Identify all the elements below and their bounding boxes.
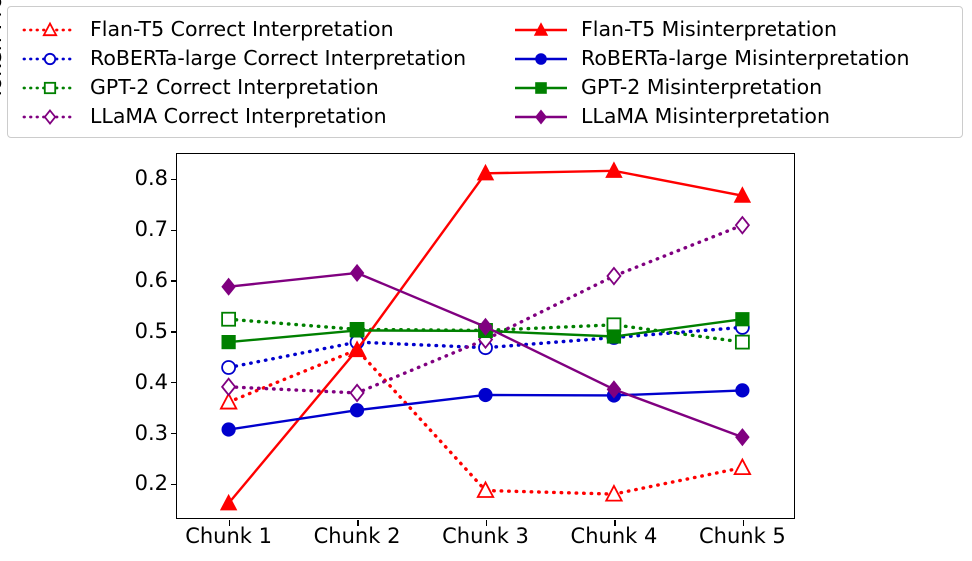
- x-tick-label: Chunk 2: [313, 524, 401, 548]
- y-tick-mark: [171, 331, 177, 333]
- y-tick-mark: [171, 483, 177, 486]
- legend-sample-diamond-open: [22, 108, 78, 125]
- data-point-marker: [535, 52, 547, 65]
- legend-label: GPT-2 Correct Interpretation: [90, 75, 379, 100]
- y-tick-label: 0.5: [134, 318, 168, 343]
- legend-entry-misinterpretation-3[interactable]: LLaMA Misinterpretation: [513, 102, 910, 131]
- legend-marker-icon: [513, 78, 569, 98]
- legend-marker-icon: [22, 49, 78, 69]
- x-tick-label: Chunk 1: [185, 524, 273, 548]
- legend-entry-correct-3[interactable]: LLaMA Correct Interpretation: [22, 102, 466, 131]
- y-tick-label: 0.4: [134, 369, 168, 394]
- x-tick-mark: [357, 520, 359, 526]
- legend-sample-diamond-filled: [515, 109, 567, 124]
- data-point-marker: [535, 81, 547, 94]
- data-point-marker: [43, 52, 57, 65]
- legend-marker-icon: [513, 107, 569, 127]
- legend-sample-circle-open: [22, 52, 78, 65]
- x-tick-mark: [485, 520, 488, 526]
- legend-entry-misinterpretation-1[interactable]: RoBERTa-large Misinterpretation: [513, 44, 910, 73]
- data-point-marker: [43, 108, 57, 125]
- legend-label: RoBERTa-large Correct Interpretation: [90, 46, 467, 71]
- x-tick-mark: [742, 520, 745, 526]
- legend-label: LLaMA Correct Interpretation: [90, 104, 387, 129]
- x-tick-mark: [228, 520, 231, 526]
- legend-marker-icon: [513, 49, 569, 69]
- x-tick-label: Chunk 5: [698, 524, 786, 548]
- x-tick-label: Chunk 3: [442, 524, 529, 548]
- data-point-marker: [533, 21, 549, 36]
- y-tick-label: 0.2: [134, 471, 168, 496]
- y-tick-mark: [171, 229, 177, 231]
- y-tick-label: 0.6: [134, 268, 168, 293]
- legend-label: GPT-2 Misinterpretation: [581, 75, 823, 100]
- legend-sample-square-open: [22, 81, 78, 94]
- y-axis-tick-labels: 0.2 0.3 0.4 0.5 0.6 0.7 0.8: [116, 0, 168, 561]
- y-tick-mark: [171, 432, 177, 435]
- data-point-marker: [535, 109, 547, 124]
- legend-sample-triangle-open: [22, 21, 78, 36]
- y-tick-mark: [171, 178, 177, 181]
- y-tick-label: 0.8: [134, 166, 168, 191]
- data-point-marker: [42, 21, 58, 36]
- legend-marker-icon: [513, 20, 569, 40]
- legend-label: LLaMA Misinterpretation: [581, 104, 830, 129]
- plot-axes-frame: [171, 153, 795, 526]
- y-tick-label: 0.3: [134, 420, 168, 445]
- legend-sample-triangle-filled: [515, 21, 567, 36]
- legend-entry-correct-2[interactable]: GPT-2 Correct Interpretation: [22, 73, 466, 102]
- y-axis-title: Token Probability: [0, 0, 7, 100]
- legend-entry-misinterpretation-2[interactable]: GPT-2 Misinterpretation: [513, 73, 910, 102]
- legend-sample-square-filled: [515, 81, 567, 94]
- legend-entry-correct-0[interactable]: Flan-T5 Correct Interpretation: [22, 15, 466, 44]
- legend-sample-circle-filled: [515, 52, 567, 65]
- y-tick-label: 0.7: [134, 217, 168, 242]
- y-tick-mark: [171, 280, 177, 282]
- y-tick-mark: [171, 382, 177, 384]
- legend-label: RoBERTa-large Misinterpretation: [581, 46, 910, 71]
- legend-label: Flan-T5 Correct Interpretation: [90, 17, 394, 42]
- legend-label: Flan-T5 Misinterpretation: [581, 17, 837, 42]
- legend-marker-icon: [22, 107, 78, 127]
- x-tick-label: Chunk 4: [570, 524, 658, 548]
- x-tick-mark: [614, 520, 616, 526]
- legend-entry-correct-1[interactable]: RoBERTa-large Correct Interpretation: [22, 44, 466, 73]
- legend-entry-misinterpretation-0[interactable]: Flan-T5 Misinterpretation: [513, 15, 910, 44]
- data-point-marker: [43, 81, 57, 94]
- legend-marker-icon: [22, 78, 78, 98]
- legend-marker-icon: [22, 20, 78, 40]
